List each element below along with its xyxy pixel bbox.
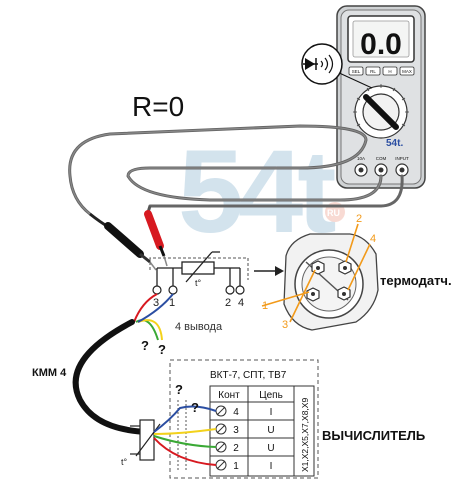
pin-3[interactable]: [152, 285, 162, 295]
pin-label-1: 1: [169, 297, 175, 309]
sensor-symbol: [149, 251, 249, 286]
pin-1[interactable]: [168, 285, 178, 295]
button-max[interactable]: [399, 66, 415, 76]
question-mark-1: ?: [141, 338, 149, 353]
pin-2[interactable]: [225, 285, 235, 295]
button-h[interactable]: [382, 66, 398, 76]
connector: [283, 233, 379, 331]
pin-label-3: 3: [153, 297, 159, 309]
connector-pin-label-4: 4: [370, 233, 376, 245]
button-rl[interactable]: [365, 66, 381, 76]
question-mark-2: ?: [158, 342, 166, 357]
sensor-caption: 4 вывода: [175, 321, 223, 333]
connector-pin-label-3: 3: [282, 319, 288, 331]
connector-pin-label-1: 1: [262, 300, 268, 312]
kont-value: 3: [233, 425, 239, 436]
watermark-subtext: RU: [327, 208, 340, 218]
pin-4[interactable]: [235, 285, 245, 295]
terminal-row-1: 1 I: [215, 459, 273, 472]
pin-label-2: 2: [225, 297, 231, 309]
column-header-cep: Цепь: [259, 390, 283, 401]
sensor-t-label: t°: [195, 278, 202, 288]
calculator-label: ВЫЧИСЛИТЕЛЬ: [322, 428, 425, 443]
sensor-colored-wires: [133, 293, 174, 341]
dial-knob: [363, 94, 399, 130]
connector-label: термодатч.: [380, 273, 452, 288]
multimeter: 0.0 SEL RL H MAX 54t. 10A COM INPUT: [336, 5, 426, 189]
red-probe[interactable]: [144, 205, 168, 267]
calculator-sensor-t-label: t°: [121, 457, 128, 467]
kont-value: 1: [233, 461, 239, 472]
button-sel-label: SEL: [352, 69, 361, 74]
cep-value: U: [267, 443, 274, 454]
connector-pin-label-2: 2: [356, 213, 362, 225]
black-probe[interactable]: [89, 212, 157, 271]
meter-leads-highlight: [69, 125, 382, 215]
button-sel[interactable]: [348, 66, 364, 76]
arrow-to-connector: [254, 266, 284, 276]
jack-input-label: INPUT: [395, 156, 409, 161]
cep-value: U: [267, 425, 274, 436]
dial-ticks: [353, 84, 409, 127]
column-header-kont: Конт: [218, 390, 240, 401]
terminal-colored-wires: [153, 405, 217, 466]
button-rl-label: RL: [370, 69, 376, 74]
button-h-label: H: [388, 69, 391, 74]
cep-value: I: [270, 407, 273, 418]
connector-pin-pointers: [261, 223, 371, 323]
terminal-side-label: X1,X2,X5,X7,X8,X9: [300, 398, 310, 472]
button-max-label: MAX: [402, 69, 412, 74]
resistance-formula: R=0: [132, 91, 184, 122]
multimeter-display-value: 0.0: [360, 28, 402, 61]
pin-label-4: 4: [238, 297, 244, 309]
cable-label: КММ 4: [32, 367, 67, 379]
jack-10a-label: 10A: [357, 156, 365, 161]
kmm4-cable: [72, 319, 151, 435]
cep-value: I: [270, 461, 273, 472]
sensor-pins: [152, 285, 245, 295]
terminal-title: ВКТ-7, СПТ, ТВ7: [210, 370, 287, 381]
diode-sound-icon: [301, 43, 373, 89]
question-mark-3: ?: [175, 382, 183, 397]
kont-value: 4: [233, 407, 239, 418]
side-label-box: [293, 385, 315, 477]
kont-value: 2: [233, 443, 239, 454]
multimeter-buttons: SEL RL H MAX: [348, 66, 415, 76]
multimeter-logo: 54t.: [386, 138, 403, 149]
question-mark-4: ?: [191, 400, 199, 415]
jack-com-label: COM: [376, 156, 387, 161]
